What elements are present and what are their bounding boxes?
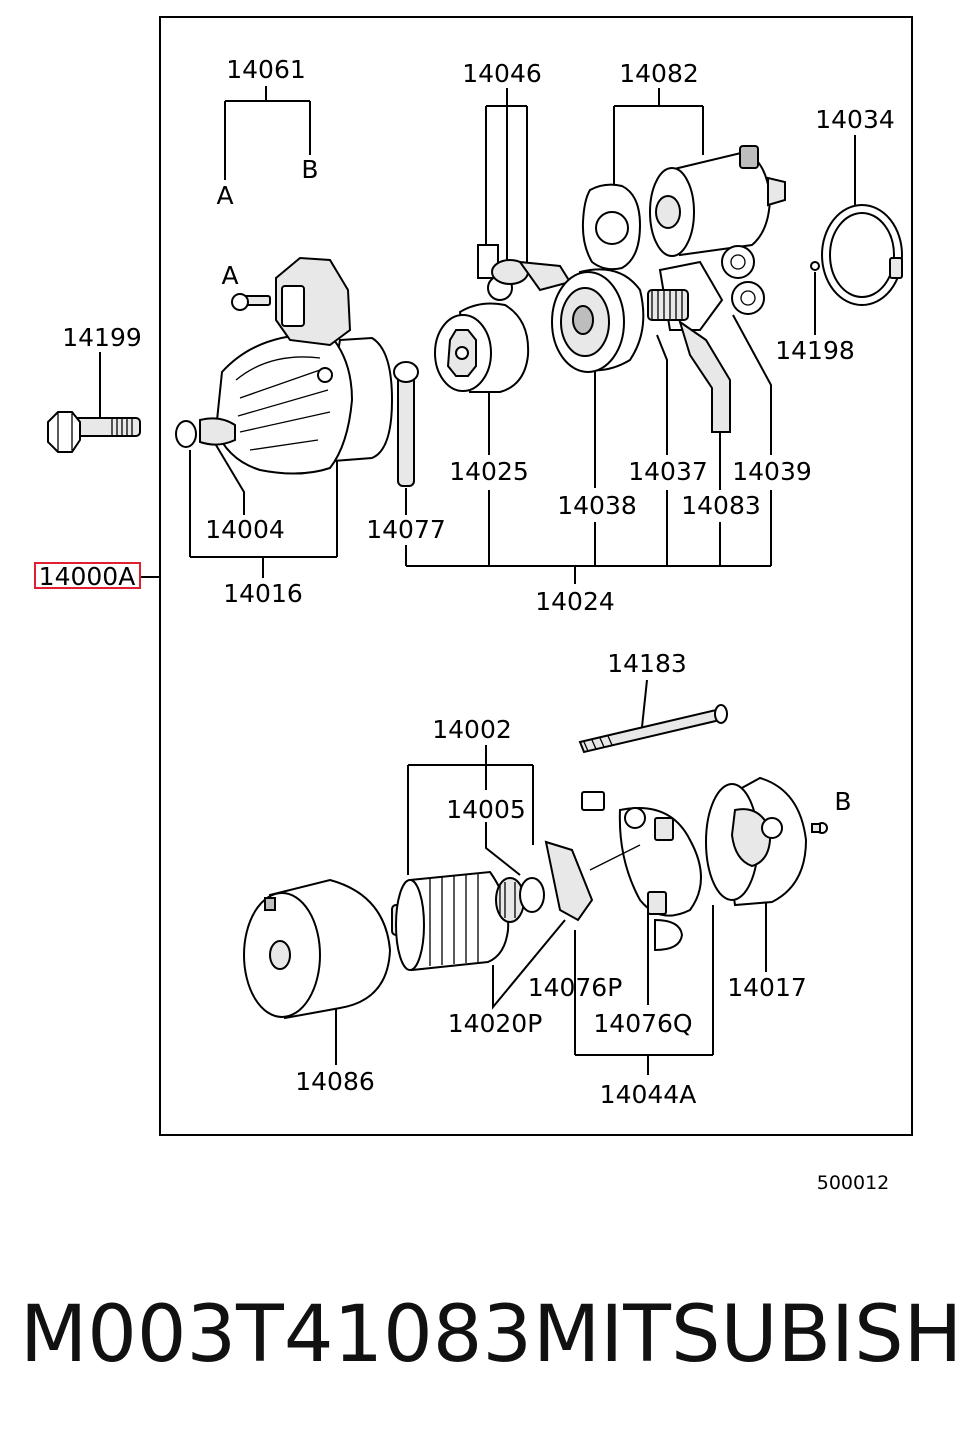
leader-lines-bottom <box>335 679 767 1075</box>
label-14034: 14034 <box>815 105 895 134</box>
ring-14034 <box>810 204 903 306</box>
label-14061: 14061 <box>226 55 306 84</box>
label-A-screw: A <box>221 261 238 290</box>
rear-bracket-14017 <box>705 776 808 907</box>
label-14025: 14025 <box>449 457 529 486</box>
label-14017: 14017 <box>727 973 807 1002</box>
part-shapes-top <box>47 145 903 487</box>
label-B-top: B <box>301 155 318 184</box>
label-14199: 14199 <box>62 323 142 352</box>
label-14083: 14083 <box>681 491 761 520</box>
highlight-box-14000A <box>34 562 141 589</box>
screw-b <box>811 822 828 834</box>
label-14039: 14039 <box>732 457 812 486</box>
footer: M003T41083 MITSUBISHI <box>0 1290 960 1400</box>
lever-14046 <box>477 244 572 301</box>
label-14000A[interactable]: 14000A <box>39 562 136 591</box>
label-14044A: 14044A <box>600 1080 697 1109</box>
label-14002: 14002 <box>432 715 512 744</box>
lever-14077 <box>393 361 419 487</box>
through-bolt-14183 <box>578 704 728 754</box>
part-shapes-bottom <box>243 704 828 1020</box>
label-14037: 14037 <box>628 457 708 486</box>
part-labels: 14061 A B 14046 14082 14034 A 14199 1419… <box>34 55 895 1194</box>
housing-14038 <box>551 268 645 373</box>
screw-a <box>231 293 271 311</box>
label-14020P: 14020P <box>448 1009 543 1038</box>
label-14016: 14016 <box>223 579 303 608</box>
yoke-14086 <box>243 878 392 1020</box>
drive-14025 <box>434 302 530 393</box>
brush-holder-14044A <box>544 791 702 952</box>
label-A-top: A <box>216 181 233 210</box>
label-14024: 14024 <box>535 587 615 616</box>
label-14076P: 14076P <box>528 973 623 1002</box>
front-bracket-14016 <box>175 256 394 475</box>
label-14046: 14046 <box>462 59 542 88</box>
label-14005: 14005 <box>446 795 526 824</box>
gear-set-14037 <box>647 245 765 433</box>
bolt-14199 <box>47 411 141 453</box>
diagram-code: 500012 <box>817 1172 890 1194</box>
part-number: M003T41083 <box>20 1290 532 1380</box>
armature-14002 <box>391 870 545 972</box>
brand-name: MITSUBISHI <box>533 1290 960 1380</box>
leader-lines-top <box>99 86 856 584</box>
label-14076Q: 14076Q <box>593 1009 692 1038</box>
label-B-bottom: B <box>834 787 851 816</box>
solenoid-14082 <box>581 145 786 271</box>
label-14183: 14183 <box>607 649 687 678</box>
label-14077: 14077 <box>366 515 446 544</box>
label-14038: 14038 <box>557 491 637 520</box>
label-14082: 14082 <box>619 59 699 88</box>
label-14086: 14086 <box>295 1067 375 1096</box>
label-14198: 14198 <box>775 336 855 365</box>
label-14004: 14004 <box>205 515 285 544</box>
